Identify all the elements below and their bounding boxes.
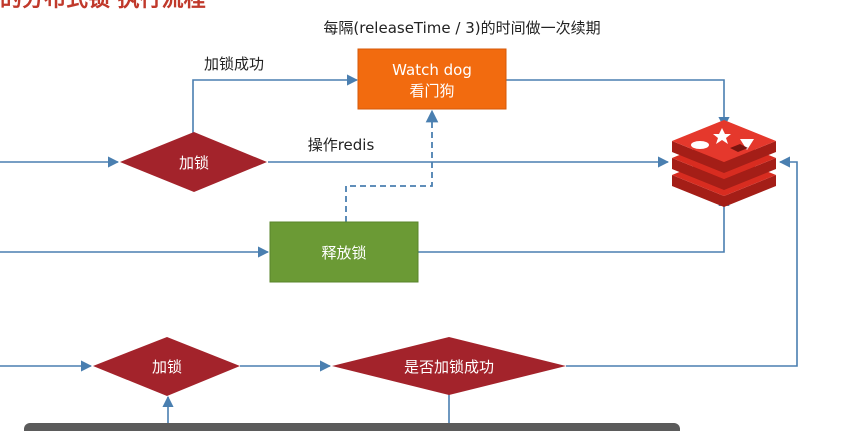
- watchdog-label-en: Watch dog: [392, 61, 472, 79]
- renew-note: 每隔(releaseTime / 3)的时间做一次续期: [323, 19, 600, 37]
- redis-icon[interactable]: [672, 120, 776, 207]
- acquire-lock-top-label: 加锁: [179, 154, 209, 172]
- redis-star-glyph: [713, 128, 731, 144]
- bottom-overlay-bar[interactable]: [24, 423, 680, 431]
- acquire-lock-top-node[interactable]: 加锁: [120, 132, 267, 192]
- watchdog-node[interactable]: Watch dog 看门狗: [357, 48, 507, 110]
- release-lock-node[interactable]: 释放锁: [269, 221, 419, 283]
- operate-redis-label: 操作redis: [308, 136, 375, 154]
- edge-check-to-redis: [566, 156, 798, 367]
- edge-watchdog-to-redis: [506, 79, 730, 129]
- acquire-lock-bottom-label: 加锁: [152, 358, 182, 376]
- slide-title: 的分布式锁 执行流程: [0, 0, 206, 12]
- release-lock-label: 释放锁: [321, 244, 366, 262]
- edge-lock-to-watchdog: [192, 74, 359, 133]
- redis-triangle-glyph: [740, 139, 754, 150]
- connectors: [0, 74, 798, 431]
- lock-success-label: 加锁成功: [204, 55, 264, 73]
- redis-diamond-glyph: [730, 144, 748, 152]
- acquire-lock-bottom-node[interactable]: 加锁: [93, 337, 240, 396]
- check-lock-success-label: 是否加锁成功: [404, 358, 494, 376]
- edge-release-to-watchdog-dashed: [345, 109, 439, 222]
- watchdog-label-cn: 看门狗: [409, 82, 454, 100]
- redis-ellipse-glyph: [691, 141, 709, 149]
- edge-release-to-redis: [418, 194, 730, 253]
- check-lock-success-node[interactable]: 是否加锁成功: [332, 337, 566, 395]
